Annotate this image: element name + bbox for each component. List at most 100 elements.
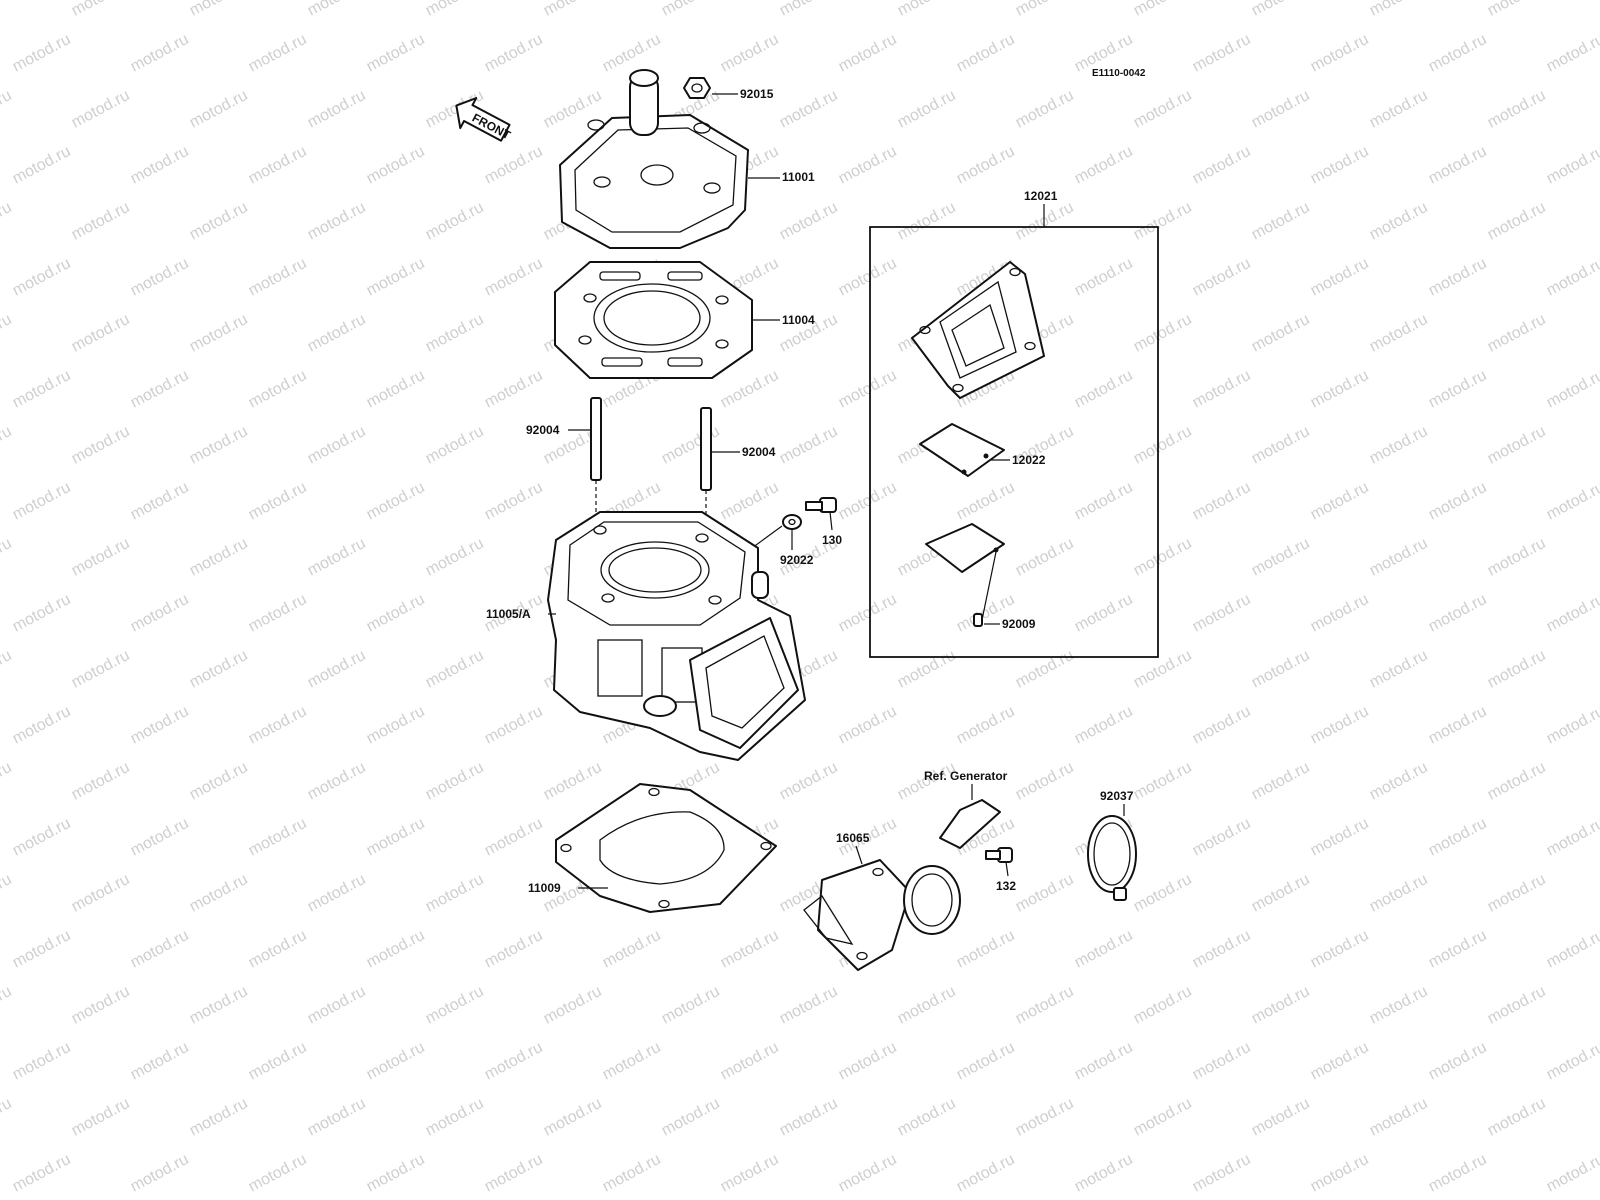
watermark-text: motod.ru (364, 255, 428, 300)
watermark-text: motod.ru (1131, 423, 1195, 468)
watermark-text: motod.ru (954, 479, 1018, 524)
watermark-text: motod.ru (1249, 871, 1313, 916)
watermark-text: motod.ru (246, 591, 310, 636)
watermark-text: motod.ru (246, 703, 310, 748)
watermark-text: motod.ru (1308, 703, 1372, 748)
bolt-132 (985, 847, 1013, 877)
watermark-text: motod.ru (1013, 87, 1077, 132)
watermark-text: motod.ru (1426, 367, 1490, 412)
head-gasket-11004 (554, 261, 780, 379)
watermark-text: motod.ru (423, 535, 487, 580)
watermark-text: motod.ru (1485, 87, 1549, 132)
watermark-text: motod.ru (1249, 0, 1313, 20)
watermark-text: motod.ru (1131, 199, 1195, 244)
watermark-text: motod.ru (1367, 647, 1431, 692)
watermark-text: motod.ru (1131, 983, 1195, 1028)
watermark-text: motod.ru (0, 87, 14, 132)
watermark-text: motod.ru (1308, 255, 1372, 300)
watermark-text: motod.ru (128, 255, 192, 300)
watermark-text: motod.ru (128, 927, 192, 972)
watermark-text: motod.ru (600, 927, 664, 972)
watermark-text: motod.ru (187, 759, 251, 804)
watermark-text: motod.ru (1190, 367, 1254, 412)
watermark-text: motod.ru (423, 311, 487, 356)
callout-11005a: 11005/A (486, 607, 531, 621)
watermark-text: motod.ru (1544, 367, 1600, 412)
watermark-text: motod.ru (659, 1095, 723, 1140)
watermark-text: motod.ru (0, 0, 14, 20)
watermark-text: motod.ru (1308, 31, 1372, 76)
watermark-text: motod.ru (0, 1095, 14, 1140)
bolt-130 (805, 497, 837, 531)
watermark-text: motod.ru (1367, 759, 1431, 804)
watermark-text: motod.ru (1131, 0, 1195, 20)
watermark-text: motod.ru (718, 479, 782, 524)
watermark-text: motod.ru (1072, 143, 1136, 188)
watermark-text: motod.ru (895, 647, 959, 692)
callout-16065: 16065 (836, 831, 870, 845)
watermark-text: motod.ru (1367, 535, 1431, 580)
watermark-text: motod.ru (836, 367, 900, 412)
watermark-text: motod.ru (305, 759, 369, 804)
watermark-text: motod.ru (364, 143, 428, 188)
watermark-text: motod.ru (1426, 591, 1490, 636)
watermark-text: motod.ru (482, 1039, 546, 1084)
watermark-text: motod.ru (1131, 311, 1195, 356)
callout-11004: 11004 (782, 313, 815, 327)
watermark-text: motod.ru (1190, 1039, 1254, 1084)
watermark-text: motod.ru (1190, 927, 1254, 972)
ref-generator-label: Ref. Generator (924, 769, 1008, 783)
watermark-text: motod.ru (246, 255, 310, 300)
watermark-text: motod.ru (1249, 983, 1313, 1028)
watermark-text: motod.ru (895, 1095, 959, 1140)
watermark-text: motod.ru (305, 647, 369, 692)
callout-92037: 92037 (1100, 789, 1134, 803)
watermark-text: motod.ru (69, 199, 133, 244)
watermark-text: motod.ru (305, 423, 369, 468)
watermark-text: motod.ru (482, 31, 546, 76)
watermark-text: motod.ru (1249, 199, 1313, 244)
watermark-text: motod.ru (1308, 591, 1372, 636)
watermark-text: motod.ru (777, 87, 841, 132)
watermark-text: motod.ru (1249, 311, 1313, 356)
watermark-text: motod.ru (1190, 255, 1254, 300)
watermark-text: motod.ru (1013, 0, 1077, 20)
watermark-text: motod.ru (1544, 927, 1600, 972)
callout-92015: 92015 (740, 87, 774, 101)
watermark-text: motod.ru (482, 1151, 546, 1196)
watermark-text: motod.ru (69, 871, 133, 916)
watermark-text: motod.ru (1013, 647, 1077, 692)
callout-92004-left: 92004 (526, 423, 560, 437)
watermark-text: motod.ru (305, 311, 369, 356)
watermark-text: motod.ru (246, 927, 310, 972)
watermark-text: motod.ru (1190, 479, 1254, 524)
watermark-text: motod.ru (1013, 1095, 1077, 1140)
watermark-text: motod.ru (423, 983, 487, 1028)
watermark-text: motod.ru (1013, 535, 1077, 580)
watermark-text: motod.ru (187, 535, 251, 580)
watermark-text: motod.ru (777, 983, 841, 1028)
watermark-text: motod.ru (187, 87, 251, 132)
watermark-text: motod.ru (1190, 143, 1254, 188)
watermark-text: motod.ru (659, 983, 723, 1028)
watermark-text: motod.ru (1308, 927, 1372, 972)
watermark-text: motod.ru (600, 1039, 664, 1084)
watermark-text: motod.ru (1367, 87, 1431, 132)
clamp-92037 (1087, 804, 1137, 901)
watermark-text: motod.ru (0, 311, 14, 356)
watermark-text: motod.ru (1131, 647, 1195, 692)
watermark-text: motod.ru (954, 927, 1018, 972)
watermark-text: motod.ru (1249, 647, 1313, 692)
watermark-text: motod.ru (895, 983, 959, 1028)
watermark-text: motod.ru (187, 311, 251, 356)
watermark-text: motod.ru (1485, 871, 1549, 916)
watermark-text: motod.ru (1131, 871, 1195, 916)
watermark-text: motod.ru (836, 255, 900, 300)
watermark-text: motod.ru (246, 1151, 310, 1196)
watermark-text: motod.ru (1072, 1151, 1136, 1196)
watermark-text: motod.ru (954, 31, 1018, 76)
watermark-text: motod.ru (1485, 423, 1549, 468)
watermark-text: motod.ru (364, 367, 428, 412)
watermark-text: motod.ru (423, 423, 487, 468)
watermark-text: motod.ru (836, 143, 900, 188)
